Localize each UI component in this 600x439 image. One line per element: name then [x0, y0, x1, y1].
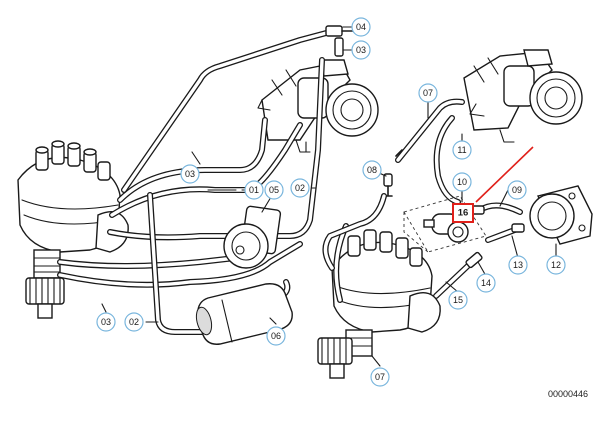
- callout-label: 10: [457, 177, 467, 187]
- callout-09[interactable]: 09: [507, 180, 527, 200]
- callout-14[interactable]: 14: [476, 273, 496, 293]
- callout-13[interactable]: 13: [508, 255, 528, 275]
- callout-label: 03: [356, 45, 366, 55]
- distributor-right: [317, 193, 441, 379]
- throttle-body-left: [257, 59, 379, 153]
- callout-03-bottom[interactable]: 03: [96, 312, 116, 332]
- callout-02-bottom[interactable]: 02: [124, 312, 144, 332]
- callout-01[interactable]: 01: [244, 180, 264, 200]
- callout-label: 12: [551, 260, 561, 270]
- callout-03-top[interactable]: 03: [351, 40, 371, 60]
- vacuum-lines-right: [383, 98, 525, 299]
- callout-label: 05: [269, 185, 279, 195]
- fuel-filter: [195, 283, 293, 345]
- callout-label: 02: [295, 183, 305, 193]
- callout-label: 03: [185, 169, 195, 179]
- callout-12[interactable]: 12: [546, 255, 566, 275]
- vacuum-unit-left: [223, 205, 282, 269]
- callout-label: 14: [481, 278, 491, 288]
- detail-outline: [403, 195, 487, 253]
- callout-07-right[interactable]: 07: [418, 83, 438, 103]
- callout-label: 13: [513, 260, 523, 270]
- callout-05[interactable]: 05: [264, 180, 284, 200]
- callout-label: 03: [101, 317, 111, 327]
- distributor-left: [17, 140, 129, 319]
- callout-04[interactable]: 04: [351, 17, 371, 37]
- callout-label: 04: [356, 22, 366, 32]
- callout-label: 15: [453, 295, 463, 305]
- drawing-number: 00000446: [548, 389, 588, 399]
- callout-07-bottom[interactable]: 07: [370, 367, 390, 387]
- callout-02-right[interactable]: 02: [290, 178, 310, 198]
- callout-08[interactable]: 08: [362, 160, 382, 180]
- callout-label: 09: [512, 185, 522, 195]
- callout-label: 02: [129, 317, 139, 327]
- callout-label: 16: [458, 208, 469, 219]
- callout-label: 07: [375, 372, 385, 382]
- callout-11[interactable]: 11: [452, 140, 472, 160]
- callout-16-highlighted[interactable]: 16: [452, 203, 474, 223]
- callout-label: 08: [367, 165, 377, 175]
- callout-label: 01: [249, 185, 259, 195]
- callout-10[interactable]: 10: [452, 172, 472, 192]
- callout-03-mid[interactable]: 03: [180, 164, 200, 184]
- callout-label: 11: [457, 145, 466, 155]
- callout-label: 07: [423, 88, 433, 98]
- callout-06[interactable]: 06: [266, 326, 286, 346]
- throttle-body-right: [463, 49, 583, 143]
- callout-15[interactable]: 15: [448, 290, 468, 310]
- callout-label: 06: [271, 331, 281, 341]
- vacuum-unit-right: [529, 185, 593, 245]
